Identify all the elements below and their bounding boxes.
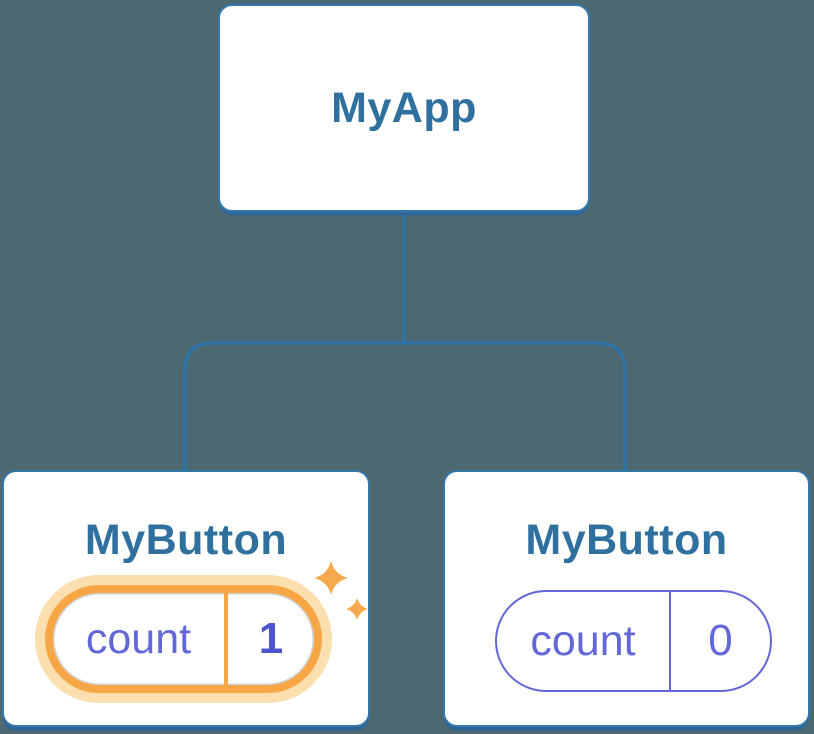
node-title-mybutton-normal: MyButton [525,516,728,564]
state-value: 0 [708,616,733,665]
state-pill-updated: count 1 [45,585,322,693]
state-value-segment: 1 [228,593,314,685]
state-key-segment: count [53,593,224,685]
state-key-label: count [85,614,192,663]
tree-node-mybutton-updated: MyButton count 1 [2,470,370,727]
node-title-myapp: MyApp [331,83,477,132]
node-title-mybutton-updated: MyButton [84,516,288,564]
state-pill-normal: count 0 [495,590,772,692]
state-value-segment: 0 [671,592,770,690]
state-pill-highlight-glow: count 1 [35,575,332,703]
tree-node-mybutton-normal: MyButton count 0 [443,470,810,727]
tree-node-myapp: MyApp [218,4,590,212]
state-key-segment: count [497,592,669,690]
state-pill-divider [224,593,228,685]
sparkle-icon [314,561,368,620]
state-value: 1 [258,614,284,663]
state-key-label: count [530,616,636,665]
state-pill-divider [669,592,671,690]
